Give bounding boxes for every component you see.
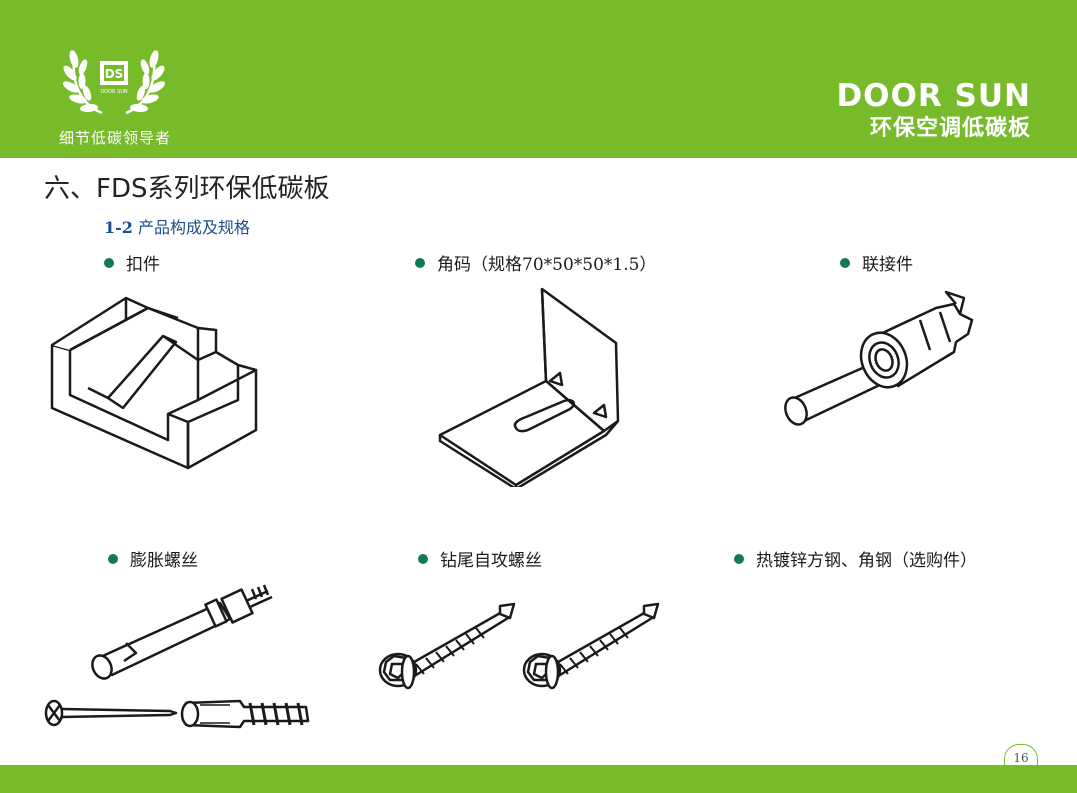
laurel-logo-icon: DS DOOR SUN [62, 35, 166, 121]
item-label-text: 联接件 [862, 255, 913, 275]
brand-name: DOOR SUN [836, 78, 1031, 114]
section-subtitle: 1-2 产品构成及规格 [104, 214, 250, 238]
bullet-icon [104, 258, 114, 268]
bullet-icon [840, 258, 850, 268]
brand-block: DOOR SUN 环保空调低碳板 [836, 78, 1031, 144]
item-label-text: 钻尾自攻螺丝 [440, 551, 542, 571]
footer-band [0, 765, 1077, 793]
section-number: 1-2 [104, 218, 133, 237]
self-drilling-screw-icon [372, 600, 672, 715]
section-subtitle-text: 产品构成及规格 [138, 218, 251, 237]
item-label-text: 扣件 [126, 255, 160, 275]
svg-text:DS: DS [105, 67, 124, 81]
bullet-icon [415, 258, 425, 268]
item-label-galvanized-steel: 热镀锌方钢、角钢（选购件） [734, 546, 977, 571]
item-label-text: 热镀锌方钢、角钢（选购件） [756, 551, 977, 571]
angle-bracket-icon [436, 285, 632, 491]
clip-icon [48, 290, 268, 470]
item-label-angle-bracket: 角码（规格70*50*50*1.5） [415, 250, 656, 275]
logo-mark-text: DOOR SUN [100, 89, 128, 95]
item-label-clip: 扣件 [104, 250, 160, 275]
page-title: 六、FDS系列环保低碳板 [44, 174, 330, 204]
logo-tagline: 细节低碳领导者 [58, 129, 171, 147]
expansion-bolt-icon [40, 583, 320, 738]
connector-icon [780, 290, 980, 430]
bullet-icon [734, 554, 744, 564]
bullet-icon [418, 554, 428, 564]
brand-subtitle: 环保空调低碳板 [869, 116, 1031, 141]
logo: DS DOOR SUN 细节低碳领导者 [40, 35, 190, 155]
bullet-icon [108, 554, 118, 564]
header-band: DS DOOR SUN 细节低碳领导者 DOOR SUN 环保空调低碳板 [0, 0, 1077, 158]
item-label-expansion-bolt: 膨胀螺丝 [108, 546, 198, 571]
item-label-text: 角码（规格70*50*50*1.5） [437, 255, 657, 275]
item-label-connector: 联接件 [840, 250, 913, 275]
item-label-text: 膨胀螺丝 [130, 551, 198, 571]
item-label-self-drilling-screw: 钻尾自攻螺丝 [418, 546, 542, 571]
